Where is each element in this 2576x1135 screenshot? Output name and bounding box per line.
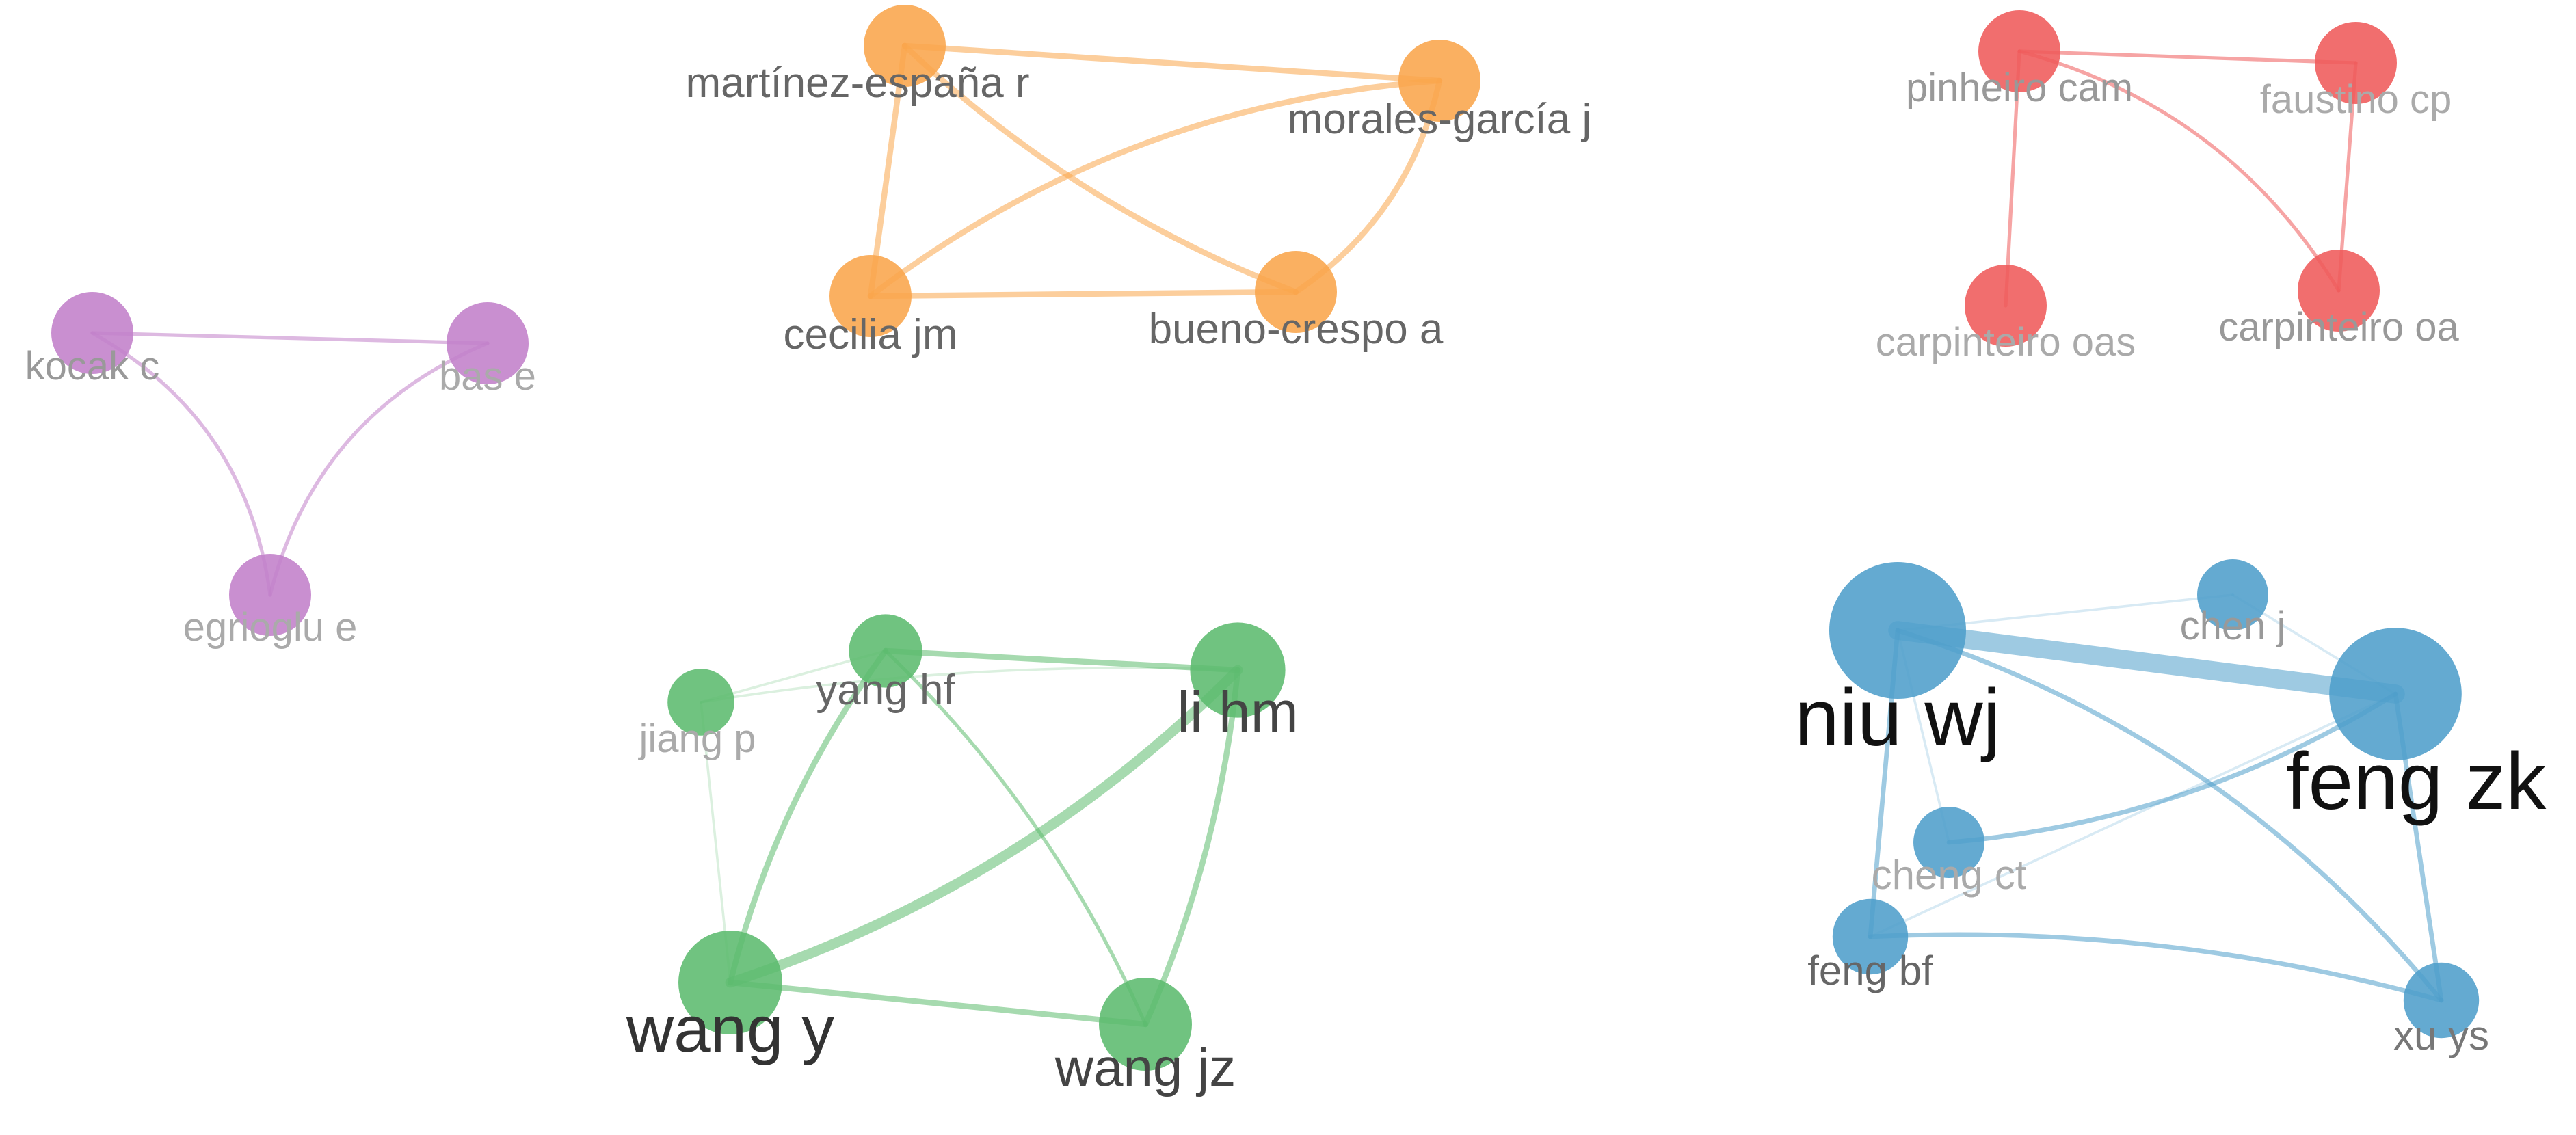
node-xu-ys[interactable] <box>2403 962 2480 1039</box>
link-pinheiro-cam-faustino-cp <box>2017 49 2358 65</box>
node-label-yang-hf: yang hf <box>816 667 955 714</box>
link-jiang-p-li-hm <box>700 667 1239 704</box>
node-label-carpinteiro-oas: carpinteiro oas <box>1876 320 2136 364</box>
link-niu-wj-feng-zk <box>1888 621 2405 704</box>
node-egrioglu-e[interactable] <box>229 554 311 636</box>
node-label-chen-j: chen j <box>2180 604 2286 648</box>
node-bas-e[interactable] <box>447 302 529 384</box>
node-label-bueno-crespo-a: bueno-crespo a <box>1149 306 1444 353</box>
links-layer <box>90 42 2444 1028</box>
node-jiang-p[interactable] <box>667 669 734 736</box>
node-chen-j[interactable] <box>2197 559 2268 630</box>
link-feng-bf-feng-zk <box>1869 693 2397 938</box>
link-kocak-c-bas-e <box>90 331 490 345</box>
node-label-martinez-espana-r: martínez-españa r <box>685 59 1029 107</box>
node-label-carpinteiro-oa: carpinteiro oa <box>2218 305 2459 349</box>
link-yang-hf-li-hm <box>882 647 1241 673</box>
node-bueno-crespo-a[interactable] <box>1255 251 1337 333</box>
node-label-egrioglu-e: egrioglu e <box>183 605 358 650</box>
node-faustino-cp[interactable] <box>2315 22 2397 104</box>
node-label-cecilia-jm: cecilia jm <box>784 311 958 358</box>
link-kocak-c-egrioglu-e <box>90 331 272 597</box>
link-bas-e-egrioglu-e <box>268 341 490 597</box>
node-wang-jz[interactable] <box>1099 978 1192 1071</box>
node-label-feng-zk: feng zk <box>2286 736 2547 827</box>
node-wang-y[interactable] <box>678 931 782 1034</box>
node-martinez-espana-r[interactable] <box>864 5 946 87</box>
node-yang-hf[interactable] <box>849 614 922 688</box>
link-pinheiro-cam-carpinteiro-oa <box>2017 49 2341 293</box>
node-carpinteiro-oa[interactable] <box>2298 250 2380 332</box>
link-niu-wj-xu-ys <box>1895 628 2444 1003</box>
node-kocak-c[interactable] <box>51 292 133 374</box>
node-feng-zk[interactable] <box>2329 628 2462 760</box>
link-yang-hf-wang-jz <box>884 649 1147 1026</box>
node-label-morales-garcia-j: morales-garcía j <box>1288 96 1591 143</box>
node-label-bas-e: bas e <box>439 354 536 399</box>
node-morales-garcia-j[interactable] <box>1398 40 1480 122</box>
node-label-faustino-cp: faustino cp <box>2260 77 2452 122</box>
node-niu-wj[interactable] <box>1829 562 1966 699</box>
node-label-wang-y: wang y <box>626 993 834 1066</box>
node-label-xu-ys: xu ys <box>2393 1013 2489 1058</box>
node-label-jiang-p: jiang p <box>638 717 756 761</box>
link-martinez-espana-r-bueno-crespo-a <box>901 42 1299 295</box>
node-label-li-hm: li hm <box>1177 680 1298 744</box>
link-wang-y-li-hm <box>725 665 1243 988</box>
nodes-layer <box>51 5 2480 1071</box>
labels-layer: kocak c bas e egrioglu e martínez-españa r m… <box>25 59 2547 1097</box>
node-feng-bf[interactable] <box>1832 898 1909 975</box>
link-wang-jz-li-hm <box>1142 667 1241 1028</box>
link-cheng-ct-feng-zk <box>1946 691 2398 845</box>
node-cecilia-jm[interactable] <box>829 255 912 337</box>
node-label-cheng-ct: cheng ct <box>1872 852 2027 898</box>
node-label-wang-jz: wang jz <box>1054 1037 1236 1097</box>
node-label-feng-bf: feng bf <box>1807 948 1933 993</box>
node-label-kocak-c: kocak c <box>25 344 160 388</box>
node-li-hm[interactable] <box>1190 622 1286 718</box>
node-pinheiro-cam[interactable] <box>1978 10 2060 92</box>
link-cecilia-jm-bueno-crespo-a <box>867 289 1299 299</box>
link-cecilia-jm-morales-garcia-j <box>867 77 1443 299</box>
link-feng-bf-xu-ys <box>1868 932 2444 1003</box>
node-label-pinheiro-cam: pinheiro cam <box>1906 66 2133 110</box>
link-wang-y-wang-jz <box>727 979 1149 1028</box>
node-label-niu-wj: niu wj <box>1794 673 2001 763</box>
link-martinez-espana-r-morales-garcia-j <box>901 42 1443 84</box>
node-carpinteiro-oas[interactable] <box>1965 265 2047 347</box>
node-cheng-ct[interactable] <box>1913 807 1984 878</box>
